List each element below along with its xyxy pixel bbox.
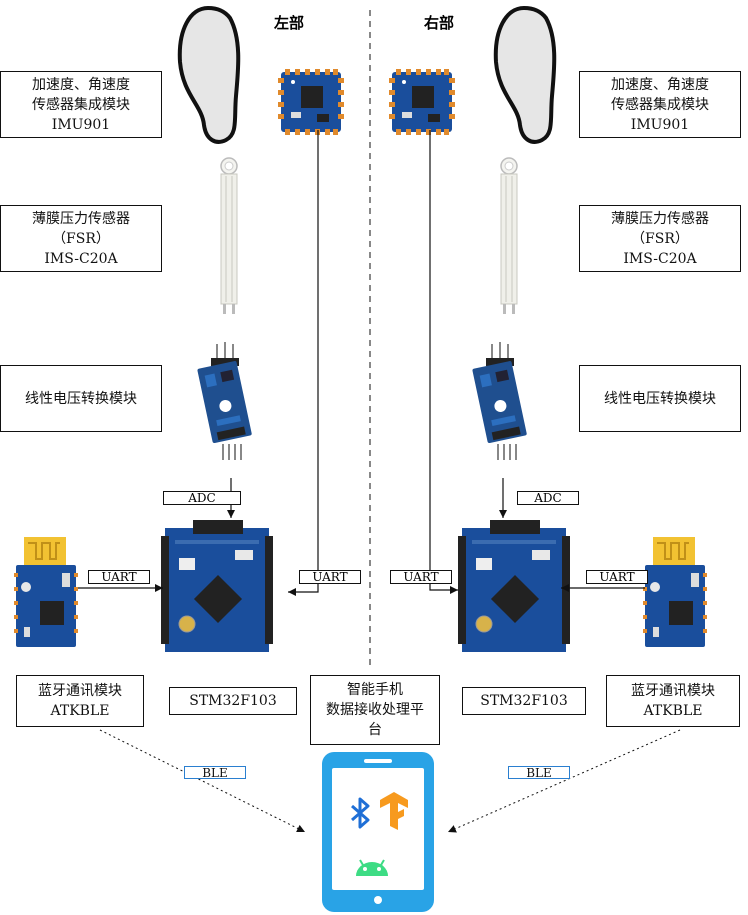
converter-label-left: 线性电压转换模块: [0, 365, 162, 432]
left-side-header: 左部: [274, 14, 305, 32]
phone-label-line1: 智能手机: [347, 682, 403, 698]
smartphone-icon: [322, 752, 434, 912]
fsr-label-line1: 薄膜压力传感器: [32, 210, 130, 227]
mcu-label-left: STM32F103: [169, 687, 297, 715]
bluetooth-label-line1: 蓝牙通讯模块: [38, 683, 122, 699]
bluetooth-module-icon: [13, 536, 79, 648]
fsr-label-right: 薄膜压力传感器 （FSR） IMS-C20A: [579, 205, 741, 272]
footprint-icon: [177, 6, 241, 144]
bluetooth-label-model: ATKBLE: [643, 703, 703, 719]
bluetooth-label-right: 蓝牙通讯模块 ATKBLE: [606, 675, 740, 727]
footprint-icon: [493, 6, 557, 144]
stm32-board-icon: [160, 519, 274, 653]
adc-tag-left: ADC: [163, 491, 241, 505]
imu-uart-arrow-right: [429, 130, 458, 594]
stm32-board-icon: [457, 519, 571, 653]
imu-label-line1: 加速度、角速度: [32, 76, 130, 93]
ble-tag-left: BLE: [184, 766, 246, 780]
bluetooth-label-left: 蓝牙通讯模块 ATKBLE: [16, 675, 144, 727]
fsr-label-line2: （FSR）: [631, 230, 689, 247]
imu-label-line2: 传感器集成模块: [611, 96, 709, 113]
mcu-label-right: STM32F103: [462, 687, 586, 715]
android-icon: [356, 859, 388, 876]
uart-tag-left-ble: UART: [88, 570, 150, 584]
converter-label-text: 线性电压转换模块: [25, 390, 137, 407]
imu-label-right: 加速度、角速度 传感器集成模块 IMU901: [579, 71, 741, 138]
imu-label-model: IMU901: [51, 116, 111, 133]
bluetooth-icon: [351, 797, 370, 829]
ble-tag-right: BLE: [508, 766, 570, 780]
uart-tag-left-imu: UART: [299, 570, 361, 584]
ble-link-left: [99, 729, 306, 833]
fsr-sensor-icon: [500, 157, 518, 315]
imu-uart-arrow-left: [288, 130, 319, 596]
fsr-label-model: IMS-C20A: [623, 250, 697, 267]
converter-label-text: 线性电压转换模块: [604, 390, 716, 407]
phone-label-line3: 台: [368, 722, 382, 738]
tensorflow-icon: [380, 792, 408, 830]
imu-board-icon: [389, 69, 455, 135]
bluetooth-module-icon: [642, 536, 708, 648]
ble-link-right: [447, 729, 681, 833]
adc-tag-right: ADC: [517, 491, 579, 505]
imu-label-line1: 加速度、角速度: [611, 76, 709, 93]
phone-label-line2: 数据接收处理平: [326, 702, 424, 718]
phone-label: 智能手机 数据接收处理平 台: [310, 675, 440, 745]
voltage-module-icon: [471, 341, 529, 461]
voltage-module-icon: [196, 341, 254, 461]
imu-label-line2: 传感器集成模块: [32, 96, 130, 113]
right-side-header: 右部: [424, 14, 455, 32]
fsr-label-model: IMS-C20A: [44, 250, 118, 267]
imu-label-model: IMU901: [630, 116, 690, 133]
uart-tag-right-imu: UART: [390, 570, 452, 584]
fsr-label-line2: （FSR）: [52, 230, 110, 247]
converter-label-right: 线性电压转换模块: [579, 365, 741, 432]
bluetooth-label-model: ATKBLE: [50, 703, 110, 719]
imu-label-left: 加速度、角速度 传感器集成模块 IMU901: [0, 71, 162, 138]
imu-board-icon: [278, 69, 344, 135]
mcu-label-text: STM32F103: [189, 693, 277, 709]
fsr-sensor-icon: [220, 157, 238, 315]
bluetooth-label-line1: 蓝牙通讯模块: [631, 683, 715, 699]
fsr-label-line1: 薄膜压力传感器: [611, 210, 709, 227]
uart-tag-right-ble: UART: [586, 570, 648, 584]
fsr-label-left: 薄膜压力传感器 （FSR） IMS-C20A: [0, 205, 162, 272]
mcu-label-text: STM32F103: [480, 693, 568, 709]
